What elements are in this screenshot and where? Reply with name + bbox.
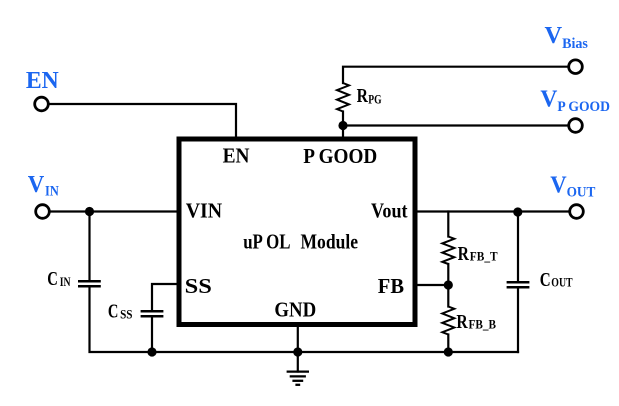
svg-text:Module: Module	[301, 229, 359, 253]
svg-text:R: R	[458, 244, 470, 265]
svg-text:V: V	[540, 87, 558, 113]
svg-text:Bias: Bias	[562, 36, 588, 52]
svg-text:C: C	[47, 269, 58, 290]
svg-text:C: C	[540, 270, 551, 291]
svg-text:P GOOD: P GOOD	[557, 99, 610, 115]
svg-text:SS: SS	[185, 274, 212, 298]
svg-text:SS: SS	[120, 307, 132, 321]
svg-text:IN: IN	[45, 184, 59, 200]
svg-text:FB_T: FB_T	[470, 250, 498, 264]
svg-text:OUT: OUT	[551, 276, 573, 290]
svg-text:R: R	[456, 312, 468, 333]
svg-text:FB_B: FB_B	[469, 318, 497, 332]
svg-text:VIN: VIN	[186, 199, 223, 223]
svg-text:V: V	[550, 172, 567, 198]
svg-text:R: R	[357, 86, 369, 107]
svg-text:OUT: OUT	[567, 184, 596, 200]
svg-text:FB: FB	[378, 274, 404, 298]
svg-text:GND: GND	[274, 298, 316, 322]
svg-text:EN: EN	[26, 68, 60, 94]
svg-text:V: V	[28, 172, 45, 198]
svg-text:C: C	[108, 302, 119, 323]
svg-text:IN: IN	[60, 275, 71, 289]
svg-text:Vout: Vout	[371, 199, 408, 223]
svg-text:V: V	[545, 23, 563, 49]
svg-text:PG: PG	[368, 92, 382, 106]
svg-text:uP OL: uP OL	[243, 229, 290, 253]
svg-text:P GOOD: P GOOD	[303, 144, 377, 168]
svg-text:EN: EN	[223, 144, 250, 168]
